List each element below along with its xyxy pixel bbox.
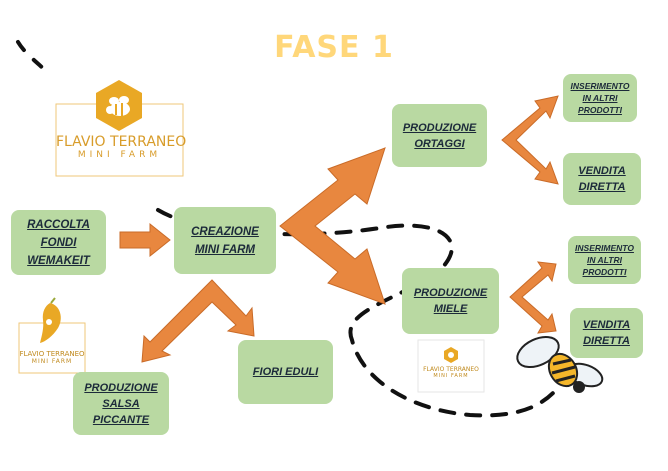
logo-pepper-text: FLAVIO TERRANEO MINI FARM [19,350,85,365]
node-produzione-salsa-piccante[interactable]: PRODUZIONE SALSA PICCANTE [73,372,169,435]
node-raccolta-fondi-label: RACCOLTA FONDI WEMAKEIT [27,218,90,267]
node-ortaggi-inserimento[interactable]: INSERIMENTO IN ALTRI PRODOTTI [563,74,637,122]
logo-small-text: FLAVIO TERRANEO MINI FARM [418,366,484,379]
node-produzione-ortaggi[interactable]: PRODUZIONE ORTAGGI [392,104,487,167]
logo-small-line2: MINI FARM [433,373,469,379]
arrow-miele-to-destinations [509,261,557,334]
node-creazione-mini-farm-label: CREAZIONE MINI FARM [191,225,259,256]
node-produzione-salsa-piccante-label: PRODUZIONE SALSA PICCANTE [84,381,158,426]
node-miele-vendita-label: VENDITA DIRETTA [582,319,631,347]
node-produzione-miele[interactable]: PRODUZIONE MIELE [402,268,499,334]
node-fiori-eduli[interactable]: FIORI EDULI [238,340,333,404]
node-ortaggi-vendita[interactable]: VENDITA DIRETTA [563,153,641,205]
arrow-creazione-to-ortaggi-miele [279,147,386,305]
bee-flight-path-loop [156,208,562,418]
logo-pepper-line2: MINI FARM [31,358,73,365]
logo-main-text: FLAVIO TERRANEO MINI FARM [56,134,187,160]
node-produzione-ortaggi-label: PRODUZIONE ORTAGGI [402,121,477,150]
node-raccolta-fondi[interactable]: RACCOLTA FONDI WEMAKEIT [11,210,106,275]
node-miele-vendita[interactable]: VENDITA DIRETTA [570,308,643,358]
node-miele-inserimento-label: INSERIMENTO IN ALTRI PRODOTTI [575,243,634,277]
bee-icon [448,352,454,358]
logo-pepper-line1: FLAVIO TERRANEO [19,350,85,358]
logo-small-line1: FLAVIO TERRANEO [423,366,479,373]
logo-main-line1: FLAVIO TERRANEO [56,134,187,150]
logo-main-line2: MINI FARM [77,150,162,160]
node-ortaggi-inserimento-label: INSERIMENTO IN ALTRI PRODOTTI [570,81,630,115]
bee-icon [106,96,130,116]
node-fiori-eduli-label: FIORI EDULI [252,366,319,378]
logo-small [417,339,485,393]
node-produzione-miele-label: PRODUZIONE MIELE [413,287,488,315]
bee-flight-path [16,40,47,72]
node-miele-inserimento[interactable]: INSERIMENTO IN ALTRI PRODOTTI [568,236,641,284]
node-creazione-mini-farm[interactable]: CREAZIONE MINI FARM [174,207,276,274]
bee-illustration [516,335,604,393]
logo-main [55,80,184,177]
logo-pepper [18,297,86,374]
node-ortaggi-vendita-label: VENDITA DIRETTA [578,165,626,193]
page-title: FASE 1 [274,30,394,65]
arrow-creazione-to-salsa-fiori [141,279,255,363]
arrow-raccolta-to-creazione [119,222,171,258]
arrow-ortaggi-to-destinations [501,95,559,185]
